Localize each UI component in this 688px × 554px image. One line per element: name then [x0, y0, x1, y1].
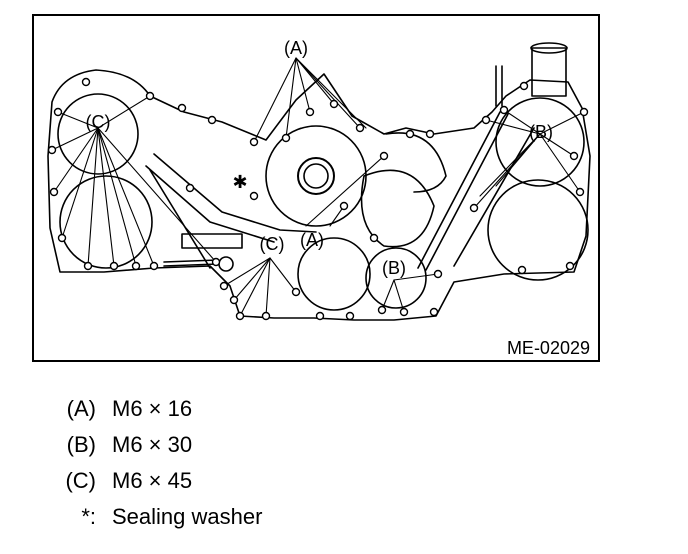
leaders-c-bottom [223, 257, 297, 317]
legend-key: (B) [66, 432, 96, 457]
b-bolt-boss [365, 247, 427, 309]
callout-a-top: (A) [284, 38, 308, 58]
filler-cap [530, 42, 568, 54]
crank-seal-inner [303, 163, 329, 189]
crank-seal [297, 157, 335, 195]
legend-key: *: [81, 504, 96, 529]
legend-value: M6 × 30 [112, 432, 193, 457]
callout-b-bottom: (B) [382, 258, 406, 278]
leaders-a-top [253, 57, 367, 143]
label-plate [181, 233, 243, 249]
cover-outline [47, 69, 591, 321]
legend-key: (A) [66, 396, 96, 421]
leaders-a-bottom [305, 155, 385, 227]
right-sprocket-upper [495, 97, 585, 187]
legend-value: M6 × 45 [112, 468, 193, 493]
legend-key: (C) [65, 468, 96, 493]
right-sprocket-lower [487, 179, 589, 281]
leaders-b-right [473, 109, 585, 209]
filler-neck [531, 47, 567, 97]
center-rib-2 [385, 132, 447, 193]
callout-a-bottom: (A) [300, 230, 324, 250]
callout-c-left: (C) [86, 112, 111, 132]
timing-cover-diagram: (A) (A) (B) (B) (C) (C) ✱ ME-02029 [32, 14, 600, 362]
figure-id-label: ME-02029 [507, 338, 590, 358]
sealing-washer-mark: ✱ [232, 172, 247, 192]
callout-c-bottom: (C) [260, 234, 285, 254]
leaders-c-left [51, 95, 217, 267]
crank-pulley [265, 125, 367, 227]
bolt-heads [47, 77, 589, 321]
left-sprocket-upper [57, 93, 139, 175]
left-sprocket-lower [59, 175, 153, 269]
legend-value: Sealing washer [112, 504, 263, 529]
leaders-b-bottom [381, 273, 439, 313]
pump-housing [297, 237, 371, 311]
legend-value: M6 × 16 [112, 396, 193, 421]
center-rib [360, 169, 435, 248]
callout-b-right: (B) [529, 122, 553, 142]
